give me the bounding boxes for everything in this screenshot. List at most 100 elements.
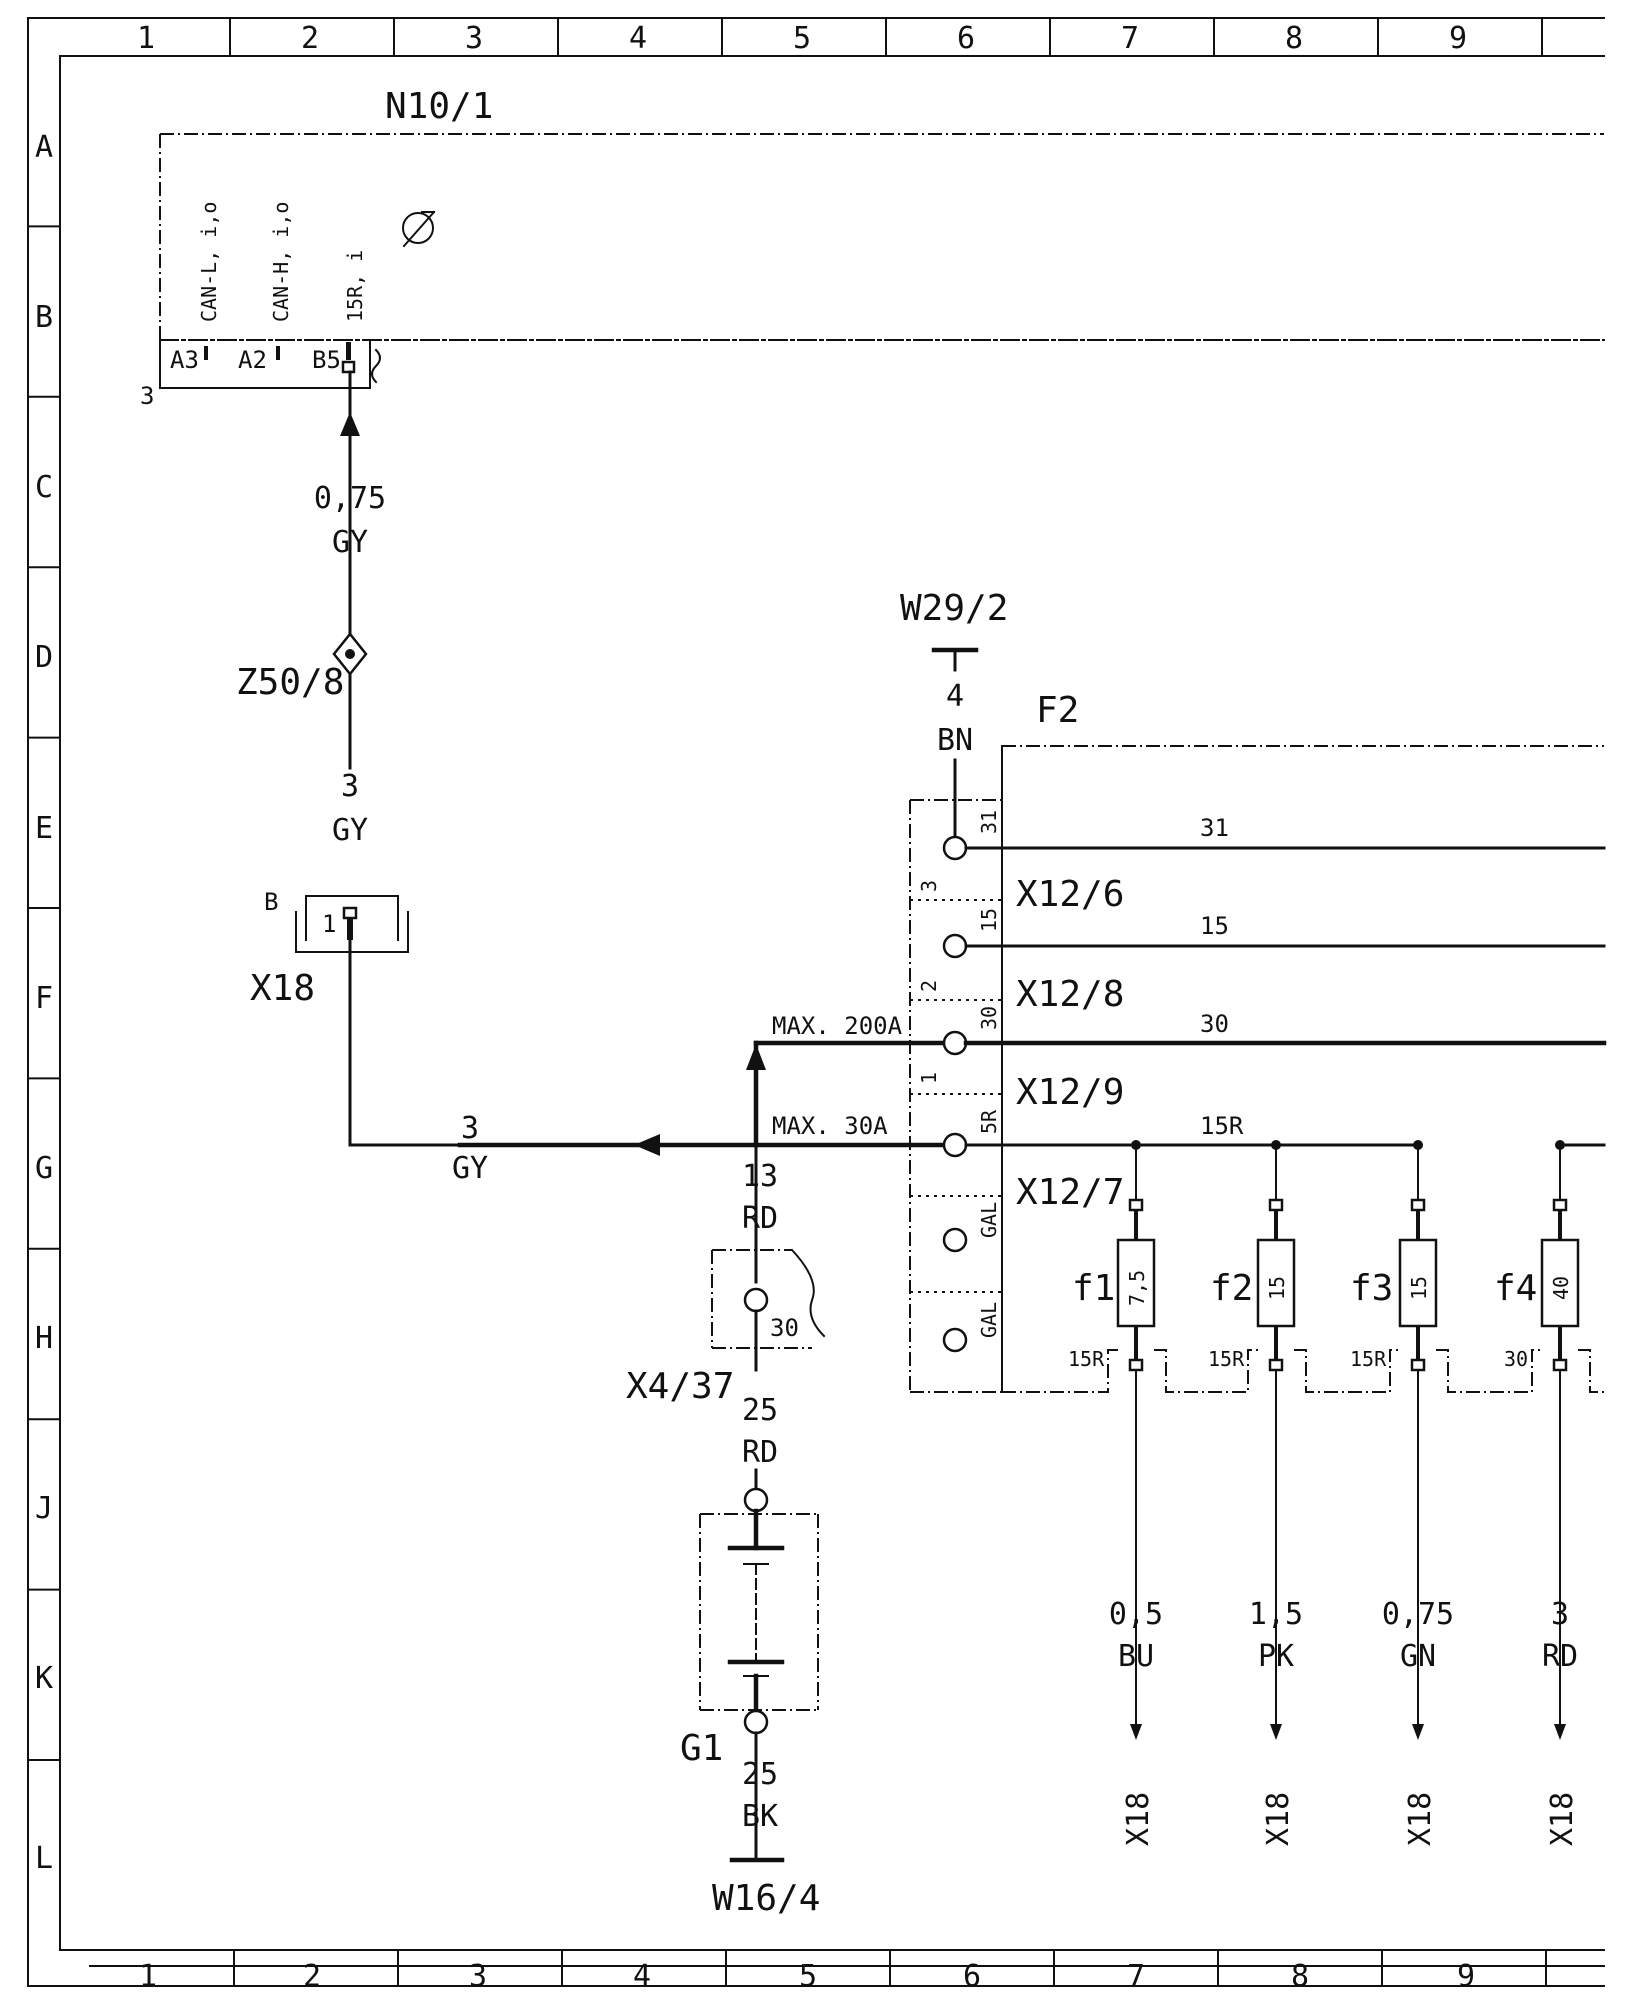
col-label: 3 — [465, 21, 483, 56]
module-name: N10/1 — [385, 86, 493, 127]
connector-x12-7: X12/7 — [1016, 1172, 1124, 1213]
pin-label-can-h: CAN-H, i,o — [269, 202, 293, 322]
col-label: 8 — [1285, 21, 1303, 56]
wire-size: 4 — [946, 679, 964, 714]
wire-size: 3 — [461, 1111, 479, 1146]
col-label: 3 — [469, 1959, 487, 1994]
fuse-out-label: 15R — [1350, 1347, 1387, 1371]
wire-color: BN — [937, 723, 973, 758]
fuse-rating: 15 — [1265, 1276, 1289, 1300]
column-labels-bottom: 1 2 3 4 5 6 7 8 9 — [139, 1959, 1475, 1994]
wire-color: GN — [1400, 1639, 1436, 1674]
connector-x12-8: X12/8 — [1016, 974, 1124, 1015]
fuse-rating: 7,5 — [1125, 1270, 1149, 1306]
strip-number: 3 — [917, 880, 941, 892]
wire-arrow-left-icon — [634, 1134, 660, 1156]
col-label: 2 — [303, 1959, 321, 1994]
col-label: 6 — [963, 1959, 981, 1994]
fuse-name: f1 — [1072, 1268, 1115, 1309]
wire-size: 0,75 — [1382, 1597, 1454, 1632]
col-label: 4 — [633, 1959, 651, 1994]
fuse-rating: 40 — [1549, 1276, 1573, 1300]
rail-label: 15R — [1200, 1112, 1244, 1140]
col-label: 7 — [1127, 1959, 1145, 1994]
terminal-label: GAL — [977, 1302, 1001, 1338]
ground-name: W16/4 — [712, 1878, 820, 1919]
fuse-dest: X18 — [1121, 1792, 1156, 1846]
wire-color: GY — [332, 813, 368, 848]
connector-side: B — [264, 888, 278, 916]
wire-arrow-down-icon — [1554, 1724, 1566, 1740]
row-label: E — [35, 811, 53, 846]
fuse-rating: 15 — [1407, 1276, 1431, 1300]
terminal-15 — [942, 933, 968, 959]
wire-color: GY — [332, 525, 368, 560]
strip-number: 1 — [917, 1072, 941, 1084]
fuse-f4-icon — [1540, 1238, 1580, 1328]
battery-branch: 13 RD 30 X4/37 25 RD — [626, 1143, 826, 1919]
connector-pin: 1 — [322, 910, 336, 938]
battery-name: G1 — [680, 1728, 723, 1769]
terminal-label: 30 — [977, 1006, 1001, 1030]
fuse-f1: 7,5 f1 15R 0,5 BU X18 — [1068, 1144, 1163, 1846]
wire-arrow-up-icon — [340, 412, 360, 436]
ground-module-icon — [402, 210, 436, 248]
fuse-dest: X18 — [1403, 1792, 1438, 1846]
connector-x12-6: X12/6 — [1016, 874, 1124, 915]
pin-a2: A2 — [238, 346, 267, 374]
col-label: 7 — [1121, 21, 1139, 56]
row-label: H — [35, 1321, 53, 1356]
fuse-out-label: 30 — [1504, 1347, 1528, 1371]
wire-arrow-down-icon — [1130, 1724, 1142, 1740]
wire-size: 13 — [742, 1159, 778, 1194]
connector-x12-9: X12/9 — [1016, 1072, 1124, 1113]
terminal-label: GAL — [977, 1202, 1001, 1238]
wire-size: 0,5 — [1109, 1597, 1163, 1632]
fuse-out-label: 15R — [1208, 1347, 1245, 1371]
ground-name: W29/2 — [900, 588, 1008, 629]
wire-arrow-down-icon — [1412, 1724, 1424, 1740]
fuse-name: f4 — [1494, 1268, 1537, 1309]
connector-pin: 30 — [770, 1314, 799, 1342]
fuse-dest: X18 — [1545, 1792, 1580, 1846]
row-label: J — [35, 1491, 53, 1526]
row-label: D — [35, 640, 53, 675]
fuse-f3: 15 f3 15R 0,75 GN X18 — [1350, 1144, 1454, 1846]
col-label: 8 — [1291, 1959, 1309, 1994]
fuse-f4: 40 f4 30 3 RD X18 — [1494, 1144, 1580, 1846]
pin-label-15r: 15R, i — [343, 250, 367, 322]
wire-color: RD — [742, 1435, 778, 1470]
fuse-dest: X18 — [1261, 1792, 1296, 1846]
splice-label: Z50/8 — [236, 662, 344, 703]
wire-color: RD — [1542, 1639, 1578, 1674]
pin-label-can-l: CAN-L, i,o — [197, 202, 221, 322]
fuse-box-f2: F2 3 2 1 31 15 30 5R GAL GAL X12/6 X12/8… — [909, 690, 1607, 1393]
row-label: C — [35, 470, 53, 505]
module-n10-1: N10/1 CAN-L, i,o CAN-H, i,o 15R, i A3 A2… — [140, 86, 1605, 410]
col-label: 4 — [629, 21, 647, 56]
battery-g1-icon — [699, 1508, 819, 1715]
wire-color: BU — [1118, 1639, 1154, 1674]
wire-size: 25 — [742, 1757, 778, 1792]
col-label: 9 — [1457, 1959, 1475, 1994]
col-label: 5 — [799, 1959, 817, 1994]
row-label: B — [35, 300, 53, 335]
terminal-label: 5R — [977, 1109, 1001, 1134]
wire-arrow-up-icon — [746, 1044, 766, 1070]
wire-color: GY — [452, 1151, 488, 1186]
terminal-30 — [942, 1030, 968, 1056]
fuse-name: f2 — [1210, 1268, 1253, 1309]
main-15r-wire: MAX. 30A MAX. 200A — [457, 1012, 947, 1156]
terminal-31 — [942, 835, 968, 861]
fuse-box-name: F2 — [1036, 690, 1079, 731]
column-labels-top: 1 2 3 4 5 6 7 8 9 — [137, 21, 1467, 56]
fuse-out-label: 15R — [1068, 1347, 1105, 1371]
plug-number: 3 — [140, 382, 154, 410]
rail-label: 31 — [1200, 814, 1229, 842]
pin-b5: B5 — [312, 346, 341, 374]
connector-x18: B 1 X18 — [250, 888, 409, 1009]
terminal-gal — [942, 1227, 968, 1253]
rail-label: 15 — [1200, 912, 1229, 940]
max-200-label: MAX. 200A — [772, 1012, 903, 1040]
fuse-f1-icon — [1116, 1238, 1156, 1328]
